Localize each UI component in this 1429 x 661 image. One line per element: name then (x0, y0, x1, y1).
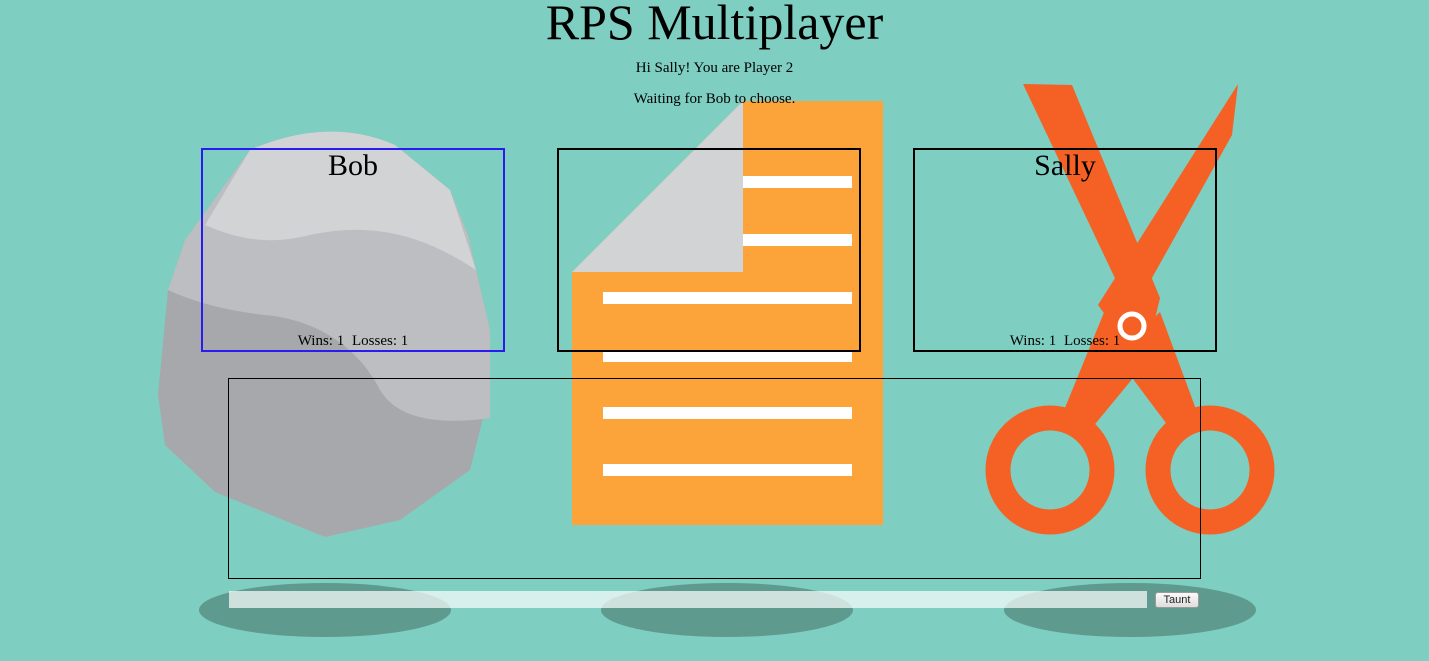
player-2-losses: Losses: 1 (1063, 333, 1121, 349)
rock-icon (158, 131, 490, 537)
page-title: RPS Multiplayer (545, 0, 884, 50)
taunt-button[interactable]: Taunt (1155, 592, 1199, 608)
player-greeting: Hi Sally! You are Player 2 (635, 60, 794, 76)
player-1-record: Wins: 1 Losses: 1 (203, 332, 503, 350)
player-1-losses: Losses: 1 (351, 333, 409, 349)
chat-log[interactable] (228, 378, 1201, 579)
player-2-record: Wins: 1 Losses: 1 (915, 332, 1215, 350)
scissors-icon (985, 84, 1275, 535)
taunt-input[interactable] (229, 591, 1147, 608)
player-2-wins: Wins: 1 (1009, 333, 1057, 349)
player-2-name: Sally (1034, 149, 1096, 182)
game-status: Waiting for Bob to choose. (633, 91, 796, 107)
player-1-panel[interactable]: Bob Wins: 1 Losses: 1 (201, 148, 505, 352)
player-1-wins: Wins: 1 (297, 333, 345, 349)
player-1-name: Bob (327, 149, 378, 182)
paper-icon (572, 101, 883, 525)
results-panel (557, 148, 861, 352)
player-2-panel[interactable]: Sally Wins: 1 Losses: 1 (913, 148, 1217, 352)
